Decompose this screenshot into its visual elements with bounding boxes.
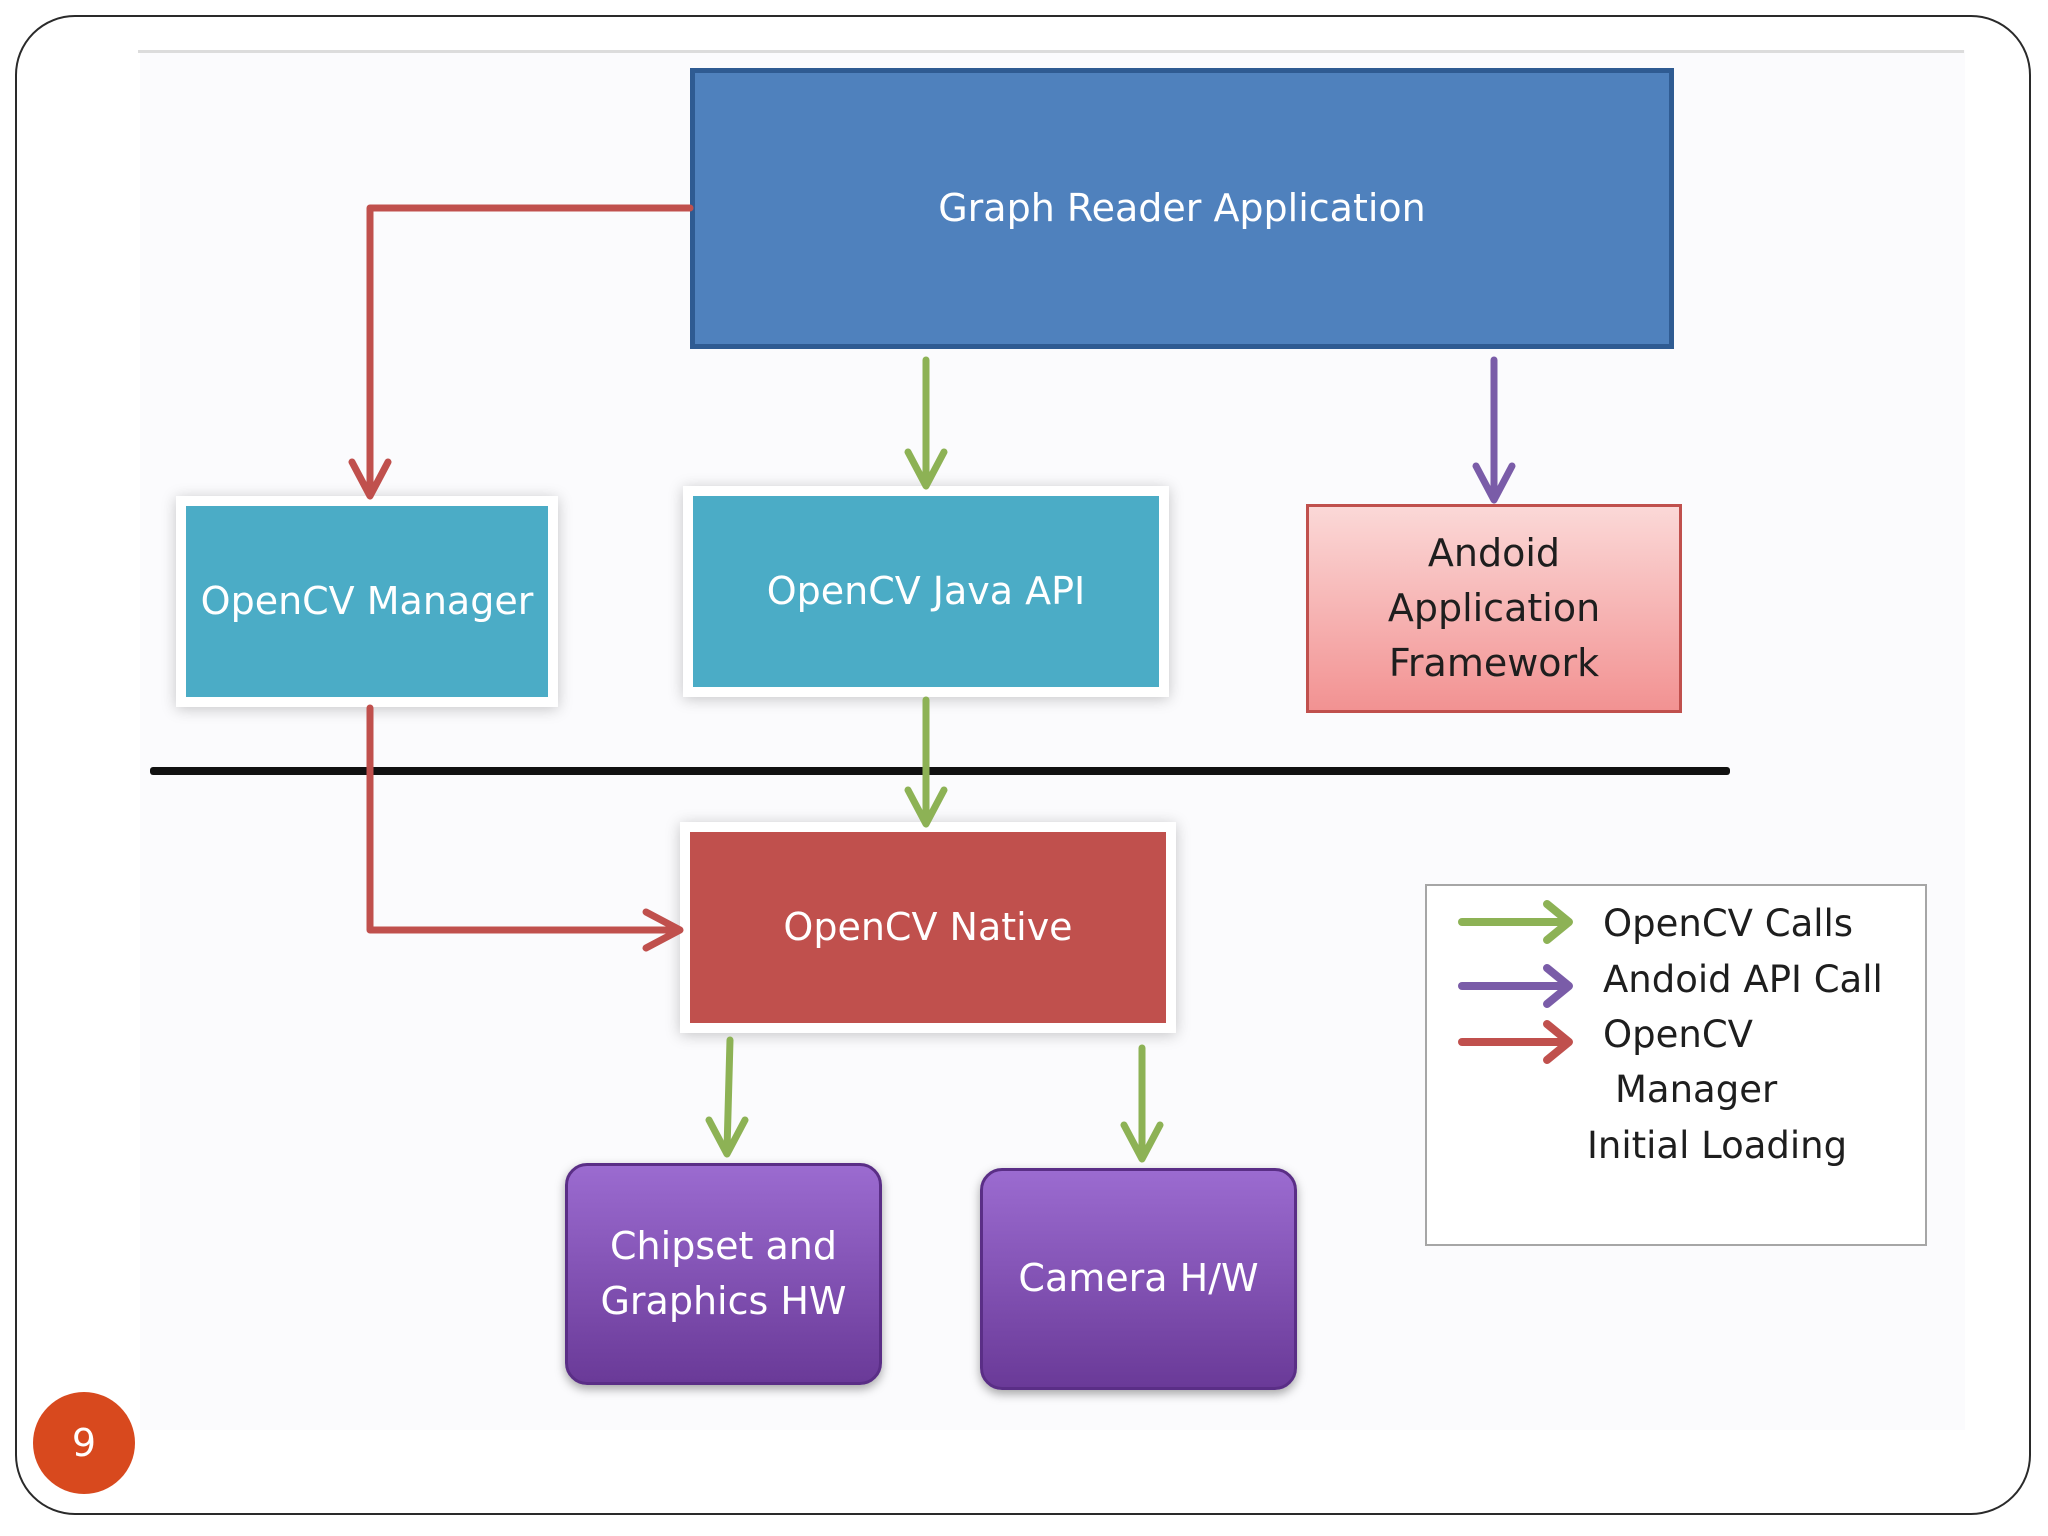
arrow-manager-to-native <box>366 704 680 934</box>
android-framework-label-line-3: Framework <box>1388 641 1600 686</box>
arrowhead-app-to-java-api <box>904 448 948 490</box>
chipset-label-line-1: Chipset and <box>610 1223 837 1268</box>
camera-hw-label: Camera H/W <box>1018 1256 1259 1301</box>
opencv-java-api-box: OpenCV Java API <box>693 496 1159 687</box>
arrowhead-manager-to-native <box>642 908 684 952</box>
graph-reader-application-label: Graph Reader Application <box>938 185 1426 230</box>
android-framework-label-line-2: Application <box>1387 585 1601 630</box>
arrowhead-java-api-to-native <box>904 786 948 828</box>
android-application-framework-box: Andoid Application Framework <box>1306 504 1682 713</box>
android-framework-label-line-1: Andoid <box>1427 530 1561 575</box>
arrowhead-native-to-camera <box>1120 1121 1164 1163</box>
legend-manager-loading-line-3: Initial Loading <box>1587 1124 1848 1167</box>
opencv-native-box: OpenCV Native <box>690 832 1166 1023</box>
legend-green-arrowhead <box>1543 900 1573 944</box>
arrowhead-app-to-manager <box>348 458 392 500</box>
legend-box <box>1425 884 1927 1246</box>
opencv-manager-box: OpenCV Manager <box>186 506 548 697</box>
opencv-java-api-label: OpenCV Java API <box>766 568 1086 613</box>
legend-opencv-calls-label: OpenCV Calls <box>1603 902 1854 945</box>
legend-manager-loading-line-2: Manager <box>1615 1068 1778 1111</box>
page-number-badge: 9 <box>33 1392 135 1494</box>
arrowhead-app-to-framework <box>1472 462 1516 504</box>
page-number: 9 <box>71 1421 97 1465</box>
legend-android-api-call-label: Andoid API Call <box>1603 958 1883 1001</box>
camera-hw-box: Camera H/W <box>980 1168 1297 1390</box>
chipset-graphics-hw-box: Chipset and Graphics HW <box>565 1163 882 1385</box>
opencv-native-label: OpenCV Native <box>783 904 1073 949</box>
graph-reader-application-box: Graph Reader Application <box>690 68 1674 349</box>
opencv-manager-label: OpenCV Manager <box>200 578 534 623</box>
legend-manager-loading-line-1: OpenCV <box>1603 1013 1753 1056</box>
legend-red-arrowhead <box>1543 1020 1573 1064</box>
layer-divider <box>150 767 1730 775</box>
arrow-native-to-chipset <box>723 1036 734 1154</box>
chipset-label-line-2: Graphics HW <box>600 1279 847 1323</box>
header-rule <box>138 50 1964 53</box>
arrowhead-native-to-chipset <box>705 1116 749 1158</box>
legend-purple-arrowhead <box>1543 964 1573 1008</box>
arrow-app-to-manager <box>366 204 694 496</box>
